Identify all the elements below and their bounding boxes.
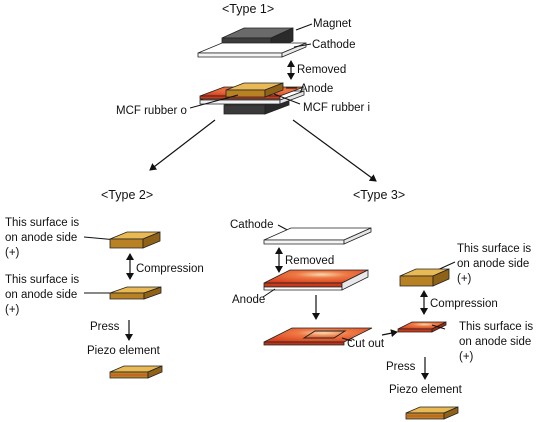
- type1-mcf-o-label: MCF rubber o: [116, 105, 187, 117]
- type3-removed-label: Removed: [285, 255, 334, 267]
- type3-anode-label: Anode: [232, 294, 265, 306]
- type3-cutout-label: Cut out: [347, 338, 385, 350]
- type2-compression-label: Compression: [136, 263, 204, 275]
- type1-magnet-label: Magnet: [313, 18, 352, 30]
- type3-piezo-label: Piezo element: [389, 384, 463, 396]
- type3-press-label: Press: [386, 361, 416, 373]
- type2-piezo-label: Piezo element: [87, 345, 161, 357]
- type1-section: <Type 1> Magnet Cathode Removed: [116, 2, 377, 182]
- type1-mcf-i-label: MCF rubber i: [303, 102, 370, 114]
- type1-anode-label: Anode: [300, 83, 333, 95]
- type2-surface-b-line1: This surface is: [5, 274, 79, 286]
- type2-rubber-block-top: [109, 231, 161, 249]
- type3-surface-b-line1: This surface is: [459, 321, 533, 333]
- type3-surface-a-line3: (+): [457, 273, 472, 285]
- type3-anode-plate: [263, 269, 369, 291]
- type3-piezo-element: [405, 406, 459, 420]
- type1-cathode-label: Cathode: [312, 39, 355, 51]
- type3-surface-a-line1: This surface is: [457, 243, 531, 255]
- type2-section: <Type 2> This surface is on anode side (…: [5, 188, 204, 379]
- cathode-plate: [197, 42, 307, 58]
- type2-piezo-element: [109, 365, 163, 379]
- type3-compression-label: Compression: [430, 298, 498, 310]
- branch-arrow-type3: [292, 119, 377, 182]
- branch-arrow-type2: [149, 119, 216, 171]
- type2-title: <Type 2>: [101, 188, 153, 202]
- type2-surface-b-line3: (+): [5, 304, 20, 316]
- type3-surface-b-line2: on anode side: [459, 336, 531, 348]
- type2-press-label: Press: [90, 321, 120, 333]
- type2-surface-a-line3: (+): [5, 247, 20, 259]
- type3-surface-b-line3: (+): [459, 351, 474, 363]
- type3-cathode-label: Cathode: [230, 219, 273, 231]
- type3-cathode-plate: [263, 227, 372, 245]
- type3-section: <Type 3> Cathode Removed Anode Cut out T…: [230, 188, 533, 420]
- type3-surface-a-line2: on anode side: [457, 258, 529, 270]
- type2-surface-b-line2: on anode side: [5, 289, 77, 301]
- type3-cutout-arrow: [381, 329, 398, 338]
- type2-surface-a-line2: on anode side: [5, 232, 77, 244]
- type3-rubber-block-top: [399, 268, 450, 287]
- type2-surface-a-line1: This surface is: [5, 217, 79, 229]
- type3-title: <Type 3>: [353, 188, 405, 202]
- type1-title: <Type 1>: [222, 2, 274, 16]
- type2-rubber-block-compressed: [109, 286, 162, 300]
- type1-removed-label: Removed: [297, 64, 346, 76]
